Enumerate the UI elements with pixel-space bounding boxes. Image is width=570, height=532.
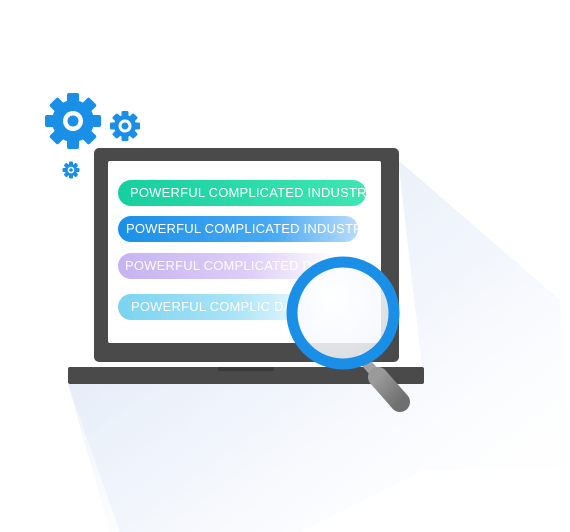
list-item-3: POWERFUL COMPLICATED DATA [118,253,338,279]
laptop-base-notch [218,367,274,371]
base-shadow [68,384,424,532]
list-item-1: POWERFUL COMPLICATED INDUSTRY [118,180,366,206]
gear-small-icon [62,161,80,179]
gear-large-icon [45,93,101,149]
list-item-1-label: POWERFUL COMPLICATED INDUSTRY [130,185,366,200]
gear-medium-icon [110,111,140,141]
list-item-2-label: POWERFUL COMPLICATED INDUSTRY [126,221,358,236]
laptop-base [68,367,424,384]
list-item-4: POWERFUL COMPLIC DATA [118,294,330,320]
list-item-4-label: POWERFUL COMPLIC DATA [131,299,308,314]
list-item-2: POWERFUL COMPLICATED INDUSTRY [118,216,358,242]
list-item-3-label: POWERFUL COMPLICATED DATA [125,258,337,273]
